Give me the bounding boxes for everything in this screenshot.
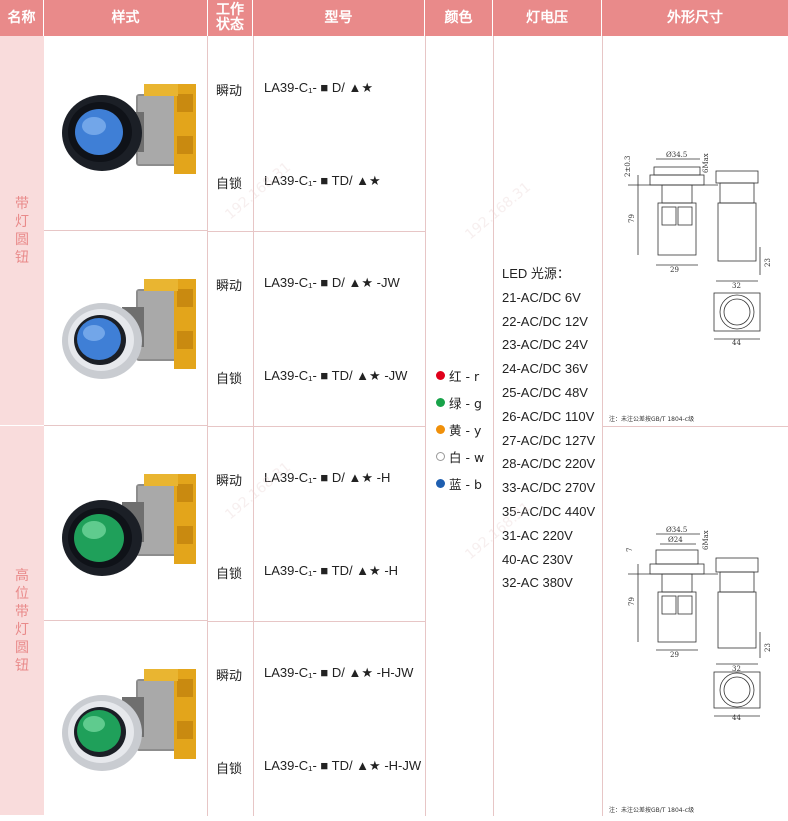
header-dimension: 外形尺寸 [602,0,788,36]
work-state: 瞬动 [216,84,243,99]
dimension-label: Ø34.5 [666,151,687,159]
tolerance-note: 注：未注公差按GB/T 1804-c级 [609,807,695,814]
group-name: 带灯圆钮 [15,195,29,266]
product-image-cell [44,426,208,621]
header-style: 样式 [44,0,208,36]
color-dot-icon [436,452,445,461]
voltage-item: 40-AC 230V [502,551,573,567]
work-state: 自锁 [216,762,243,777]
dimension-label: 2±0.3 [624,156,632,177]
color-item: 红 - r [436,362,484,389]
dimension-label: 6Max [702,530,710,550]
voltage-item: 24-AC/DC 36V [502,361,588,377]
dimension-drawing: Ø34.5 2±0.3 6Max 79 29 32 23 44 [624,151,772,345]
voltage-item: 27-AC/DC 127V [502,432,596,448]
model-number: LA39-C₁- ■ D/ ▲★ [264,80,374,95]
header-voltage: 灯电压 [493,0,602,36]
model-number: LA39-C₁- ■ TD/ ▲★ -JW [264,368,408,383]
header-model: 型号 [253,0,425,36]
voltage-item: 25-AC/DC 48V [502,384,588,400]
dimension-label: 6Max [702,153,710,173]
group-name-cell: 高位带灯圆钮 [0,426,44,816]
row-divider [602,426,788,427]
product-image-cell [44,231,208,426]
dimension-label: 23 [764,643,772,652]
product-image [62,669,196,771]
model-number: LA39-C₁- ■ TD/ ▲★ [264,173,381,188]
row-divider [208,621,425,622]
voltage-item: 21-AC/DC 6V [502,289,581,305]
group-name-cell: 带灯圆钮 [0,36,44,426]
column-divider [425,36,426,816]
product-image [62,474,196,576]
header-name: 名称 [0,0,44,36]
dimension-label: 32 [732,282,741,290]
header-state: 工作状态 [208,0,253,36]
tolerance-note: 注：未注公差按GB/T 1804-c级 [609,416,695,423]
product-image-cell [44,36,208,231]
work-state: 自锁 [216,177,243,192]
group-name: 高位带灯圆钮 [15,567,29,674]
row-divider [208,426,425,427]
voltage-item: 33-AC/DC 270V [502,480,596,496]
product-image-cell [44,621,208,816]
dimension-label: 7 [626,548,634,552]
dimension-label: 44 [732,714,741,720]
dimension-label: Ø34.5 [666,526,687,534]
dimension-label: 44 [732,339,741,345]
color-list: 红 - r 绿 - g 黄 - y 白 - w 蓝 - b [436,362,484,497]
column-divider [493,36,494,816]
voltage-title: LED 光源： [502,266,570,281]
voltage-item: 28-AC/DC 220V [502,456,596,472]
voltage-item: 31-AC 220V [502,527,573,543]
model-number: LA39-C₁- ■ D/ ▲★ -H-JW [264,665,414,680]
model-number: LA39-C₁- ■ D/ ▲★ -H [264,470,391,485]
work-state: 瞬动 [216,279,243,294]
dimension-label: 32 [732,665,741,673]
dimension-label: 29 [670,266,679,274]
header-color: 颜色 [425,0,493,36]
color-item: 绿 - g [436,389,484,416]
work-state: 自锁 [216,567,243,582]
voltage-item: 35-AC/DC 440V [502,503,596,519]
dimension-label: 79 [628,597,636,606]
voltage-item: 22-AC/DC 12V [502,313,588,329]
work-state: 瞬动 [216,474,243,489]
dimension-label: Ø24 [668,536,683,544]
color-item: 蓝 - b [436,470,484,497]
voltage-item: 26-AC/DC 110V [502,408,595,424]
dimension-label: 23 [764,258,772,267]
color-dot-icon [436,479,445,488]
dimension-drawing: Ø34.5 Ø24 7 6Max 79 29 32 23 44 [626,526,772,720]
voltage-item: 23-AC/DC 24V [502,337,588,353]
product-image [62,84,196,174]
color-dot-icon [436,425,445,434]
color-item: 黄 - y [436,416,484,443]
dimension-label: 79 [628,214,636,223]
work-state: 瞬动 [216,669,243,684]
model-number: LA39-C₁- ■ TD/ ▲★ -H [264,563,399,578]
color-dot-icon [436,398,445,407]
product-image [62,279,196,379]
voltage-list: LED 光源： 21-AC/DC 6V 22-AC/DC 12V 23-AC/D… [502,262,595,595]
dimension-label: 29 [670,651,679,659]
model-number: LA39-C₁- ■ D/ ▲★ -JW [264,275,400,290]
work-state: 自锁 [216,372,243,387]
color-dot-icon [436,371,445,380]
row-divider [208,231,425,232]
model-number: LA39-C₁- ■ TD/ ▲★ -H-JW [264,758,422,773]
color-item: 白 - w [436,443,484,470]
voltage-item: 32-AC 380V [502,575,573,591]
